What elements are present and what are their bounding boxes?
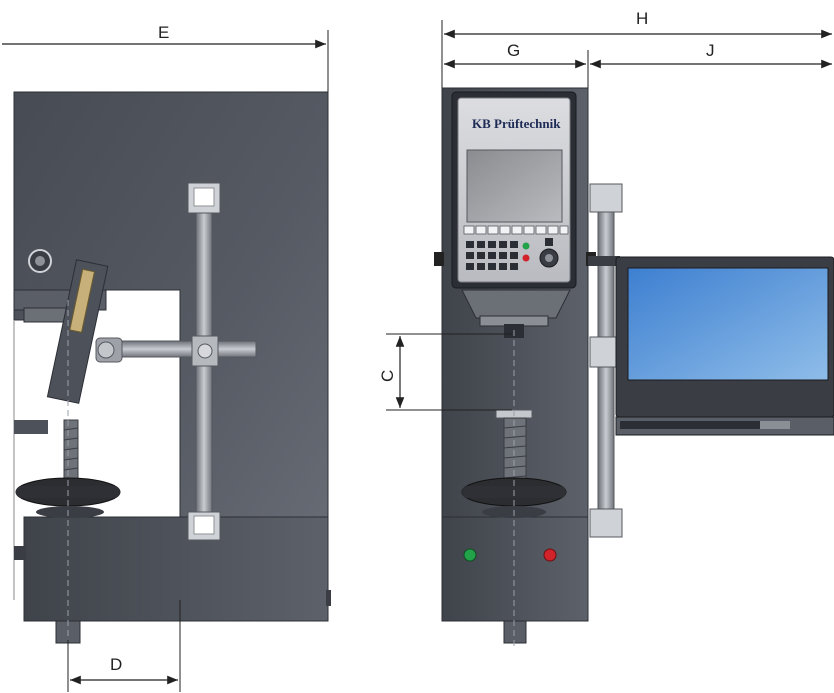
dimension-c: C [378,333,512,411]
side-arm [46,259,109,404]
softkey-row [463,225,569,235]
brand-name: Prüftechnik [494,116,561,131]
dimension-g: G [444,41,589,88]
dimension-label-d: D [110,655,122,674]
dimension-label-g: G [507,41,520,60]
dimension-d: D [67,600,181,692]
dimension-h: H [441,9,832,88]
laptop [615,256,834,436]
keypad [466,241,518,270]
dimension-label-c: C [378,370,397,382]
dimension-label-h: H [636,9,648,28]
horizontal-rod [99,340,257,358]
front-view: KB Prüftechnik [434,87,834,650]
dimension-label-j: J [706,41,715,60]
side-frame-base [23,516,329,622]
dimension-j: J [590,41,832,69]
dimension-e: E [2,23,329,92]
red-indicator-icon [543,548,557,562]
laptop-screen [627,267,829,381]
lcd-display [466,149,563,223]
green-indicator-icon [463,548,477,562]
brand-logo: KB [472,116,491,131]
side-view [13,91,331,690]
dimension-label-e: E [158,23,169,42]
